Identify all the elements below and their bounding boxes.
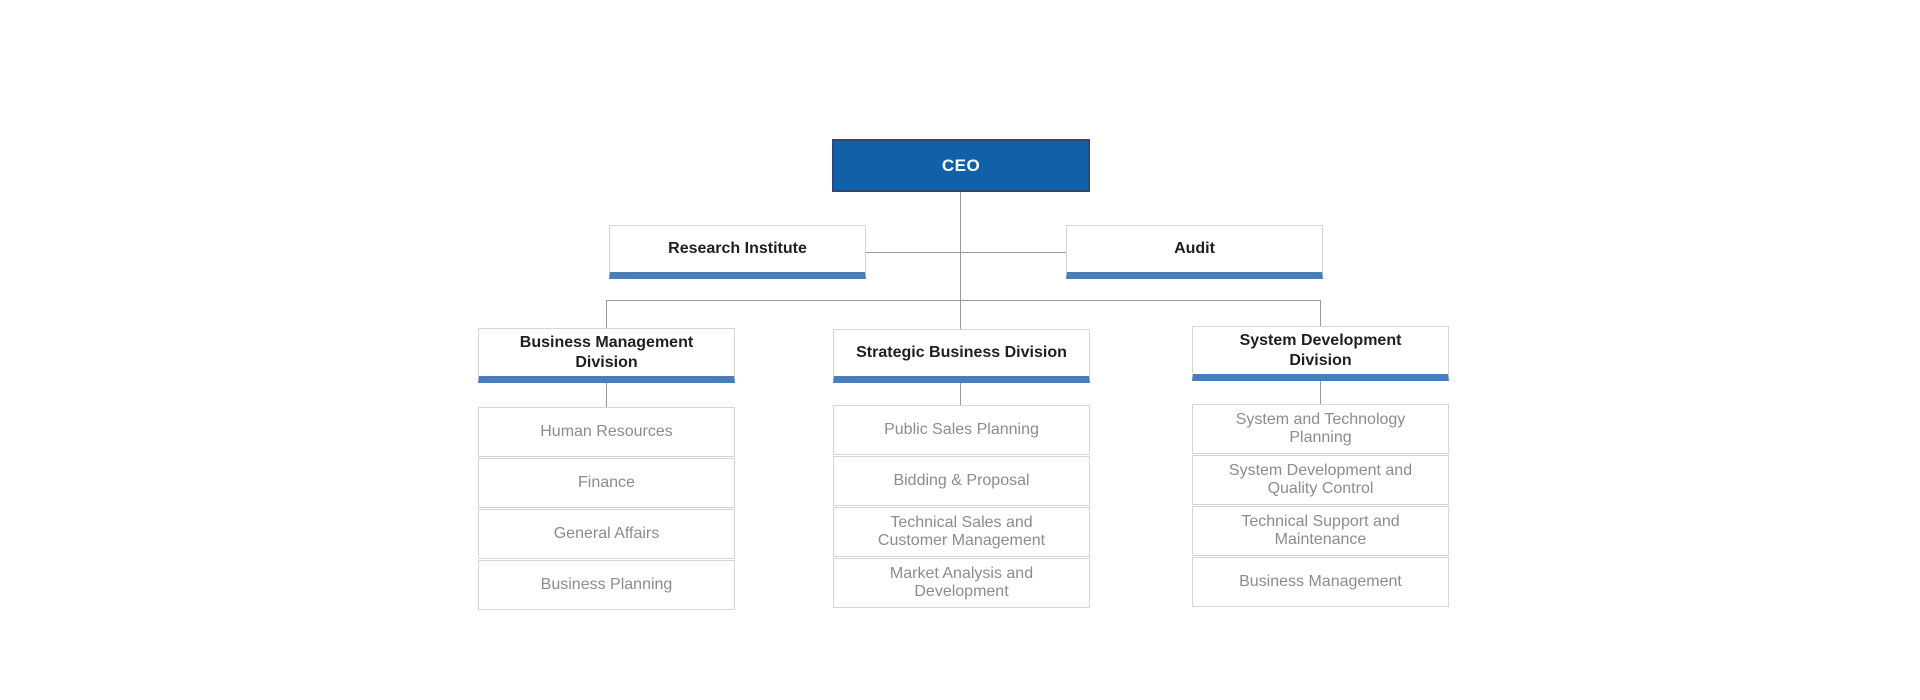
department-cell: System Development and Quality Control [1192, 455, 1449, 505]
ceo-box: CEO [832, 139, 1090, 192]
connector-staff-horizontal [866, 252, 1066, 253]
connector-sb-list-drop [960, 383, 961, 405]
department-cell: Business Management [1192, 557, 1449, 607]
department-cell: Bidding & Proposal [833, 456, 1090, 506]
strategic-business-division-box: Strategic Business Division [833, 329, 1090, 383]
business-management-department-list: Human Resources Finance General Affairs … [478, 407, 735, 610]
department-cell: Technical Sales and Customer Management [833, 507, 1090, 557]
department-cell: Human Resources [478, 407, 735, 457]
audit-box: Audit [1066, 225, 1323, 279]
department-cell: Public Sales Planning [833, 405, 1090, 455]
department-cell: Market Analysis and Development [833, 558, 1090, 608]
connector-sd-list-drop [1320, 381, 1321, 404]
system-development-division-box: System Development Division [1192, 326, 1449, 381]
business-management-division-label: Business Management Division [519, 333, 694, 371]
system-development-division-label: System Development Division [1239, 331, 1402, 369]
connector-drop-right [1320, 300, 1321, 326]
department-cell: Business Planning [478, 560, 735, 610]
department-cell: Finance [478, 458, 735, 508]
department-cell: General Affairs [478, 509, 735, 559]
connector-ceo-vertical [960, 192, 961, 329]
audit-label: Audit [1174, 240, 1215, 257]
strategic-business-division-label: Strategic Business Division [856, 344, 1067, 361]
ceo-label: CEO [941, 155, 981, 175]
business-management-division-box: Business Management Division [478, 328, 735, 383]
strategic-business-department-list: Public Sales Planning Bidding & Proposal… [833, 405, 1090, 608]
system-development-department-list: System and Technology Planning System De… [1192, 404, 1449, 607]
connector-bm-list-drop [606, 383, 607, 407]
department-cell: System and Technology Planning [1192, 404, 1449, 454]
department-cell: Technical Support and Maintenance [1192, 506, 1449, 556]
connector-division-horizontal [606, 300, 1321, 301]
research-institute-box: Research Institute [609, 225, 866, 279]
research-institute-label: Research Institute [668, 240, 807, 257]
connector-drop-left [606, 300, 607, 328]
